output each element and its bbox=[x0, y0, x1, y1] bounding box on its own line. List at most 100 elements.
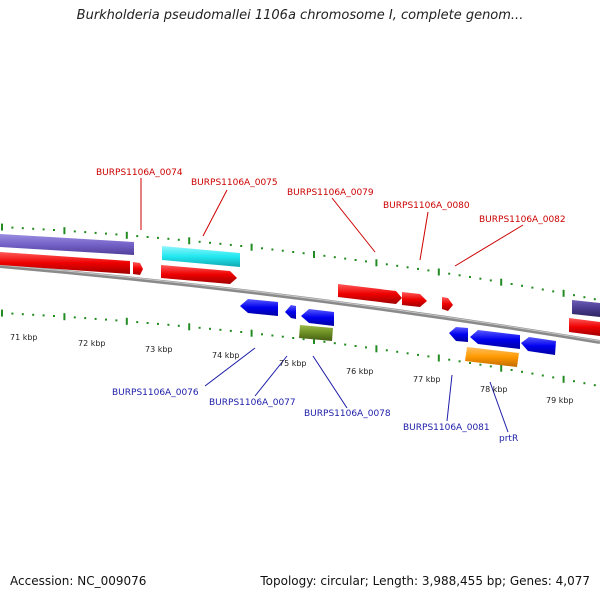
scale-minor-dot bbox=[323, 254, 326, 257]
scale-minor-dot bbox=[427, 269, 430, 272]
scale-minor-dot bbox=[385, 263, 388, 266]
leader-lines-bottom bbox=[204, 347, 509, 433]
scale-minor-dot bbox=[11, 312, 14, 315]
scale-minor-dot bbox=[396, 264, 399, 267]
scale-minor-dot bbox=[521, 370, 523, 373]
scale-minor-dot bbox=[396, 350, 399, 353]
tick-label-73: 73 kbp bbox=[145, 345, 173, 354]
scale-minor-dot bbox=[53, 315, 55, 317]
gene-blue-0077[interactable] bbox=[285, 305, 296, 319]
scale-minor-dot bbox=[84, 317, 87, 320]
gene-red-small-arrow[interactable] bbox=[133, 262, 143, 275]
scale-major-tick bbox=[375, 259, 378, 267]
accession-text: Accession: NC_009076 bbox=[10, 574, 147, 588]
scale-minor-dot bbox=[73, 230, 76, 233]
gene-blue-0077b[interactable] bbox=[301, 309, 334, 326]
gene-blue-0076[interactable] bbox=[240, 299, 278, 316]
scale-minor-dot bbox=[115, 319, 118, 322]
gene-label-0077[interactable]: BURPS1106A_0077 bbox=[209, 398, 296, 408]
tick-label-76: 76 kbp bbox=[346, 367, 374, 376]
scale-major-tick bbox=[188, 323, 191, 331]
scale-major-tick bbox=[250, 329, 253, 337]
scale-minor-dot bbox=[593, 298, 596, 301]
gene-cyan[interactable] bbox=[162, 246, 240, 267]
scale-minor-dot bbox=[229, 243, 232, 246]
tick-label-79: 79 kbp bbox=[546, 396, 574, 405]
scale-major-tick bbox=[313, 337, 315, 344]
scale-minor-dot bbox=[136, 235, 139, 238]
scale-minor-dot bbox=[344, 257, 347, 260]
gene-orange-prtR[interactable] bbox=[465, 347, 519, 367]
gene-olive-0078[interactable] bbox=[299, 325, 333, 341]
gene-purple-left[interactable] bbox=[0, 234, 134, 255]
gene-label-0079[interactable]: BURPS1106A_0079 bbox=[287, 188, 374, 198]
scale-minor-dot bbox=[541, 374, 544, 377]
gene-red-0080[interactable] bbox=[402, 292, 427, 307]
scale-minor-dot bbox=[365, 346, 367, 349]
scale-major-tick bbox=[63, 313, 66, 321]
gene-red-0082[interactable] bbox=[442, 297, 453, 311]
scale-minor-dot bbox=[583, 382, 586, 385]
chromosome-backbone-highlight bbox=[0, 264, 600, 342]
scale-minor-dot bbox=[292, 337, 295, 339]
scale-minor-dot bbox=[552, 290, 555, 293]
scale-minor-dot bbox=[105, 318, 107, 321]
scale-minor-dot bbox=[406, 352, 409, 355]
gene-red-right[interactable] bbox=[569, 318, 600, 336]
scale-minor-dot bbox=[510, 369, 513, 371]
tick-label-74: 74 kbp bbox=[212, 351, 240, 360]
gene-label-0074[interactable]: BURPS1106A_0074 bbox=[96, 168, 183, 178]
scale-minor-dot bbox=[458, 274, 461, 277]
gene-label-prtR[interactable]: prtR bbox=[499, 434, 518, 444]
scale-minor-dot bbox=[94, 231, 97, 234]
gene-label-0075[interactable]: BURPS1106A_0075 bbox=[191, 178, 278, 188]
scale-minor-dot bbox=[73, 316, 76, 319]
scale-minor-dot bbox=[136, 321, 139, 324]
map-title: Burkholderia pseudomallei 1106a chromoso… bbox=[76, 8, 524, 23]
scale-minor-dot bbox=[21, 313, 24, 316]
tick-label-77: 77 kbp bbox=[413, 375, 441, 384]
scale-minor-dot bbox=[521, 284, 523, 287]
gene-blue-large[interactable] bbox=[470, 330, 520, 349]
scale-minor-dot bbox=[333, 256, 336, 259]
scale-minor-dot bbox=[11, 226, 14, 229]
scale-major-tick bbox=[63, 227, 66, 235]
scale-minor-dot bbox=[105, 232, 107, 235]
gene-blue-right[interactable] bbox=[521, 337, 556, 355]
scale-minor-dot bbox=[177, 238, 180, 241]
gene-red-mid[interactable] bbox=[161, 265, 237, 284]
scale-major-tick bbox=[313, 251, 315, 258]
gene-label-0082[interactable]: BURPS1106A_0082 bbox=[479, 215, 566, 225]
gene-label-0080[interactable]: BURPS1106A_0080 bbox=[383, 201, 470, 211]
gene-label-0076[interactable]: BURPS1106A_0076 bbox=[112, 388, 199, 398]
scale-minor-dot bbox=[458, 360, 461, 363]
scale-minor-dot bbox=[552, 376, 555, 379]
scale-minor-dot bbox=[42, 228, 45, 231]
scale-minor-dot bbox=[21, 227, 24, 230]
gene-darkpurple-right[interactable] bbox=[572, 300, 600, 317]
scale-minor-dot bbox=[479, 363, 482, 366]
scale-minor-dot bbox=[32, 227, 35, 230]
gene-red-left[interactable] bbox=[0, 252, 130, 274]
scale-minor-dot bbox=[32, 313, 35, 316]
gene-red-0079[interactable] bbox=[338, 284, 402, 304]
scale-minor-dot bbox=[406, 266, 409, 269]
scale-minor-dot bbox=[157, 236, 159, 239]
gene-label-0078[interactable]: BURPS1106A_0078 bbox=[304, 409, 391, 419]
scale-minor-dot bbox=[593, 384, 596, 387]
scale-minor-dot bbox=[115, 233, 118, 236]
scale-major-tick bbox=[188, 237, 191, 245]
scale-minor-dot bbox=[209, 241, 211, 244]
scale-minor-dot bbox=[541, 288, 544, 291]
topology-text: Topology: circular; Length: 3,988,455 bp… bbox=[260, 574, 590, 588]
scale-minor-dot bbox=[385, 349, 388, 352]
gene-blue-0081[interactable] bbox=[449, 327, 468, 342]
gene-label-0081[interactable]: BURPS1106A_0081 bbox=[403, 423, 490, 433]
scale-minor-dot bbox=[417, 353, 419, 356]
scale-minor-dot bbox=[531, 372, 534, 375]
scale-major-tick bbox=[125, 231, 128, 239]
scale-minor-dot bbox=[229, 329, 232, 332]
scale-minor-dot bbox=[240, 245, 243, 247]
scale-minor-dot bbox=[53, 229, 55, 231]
